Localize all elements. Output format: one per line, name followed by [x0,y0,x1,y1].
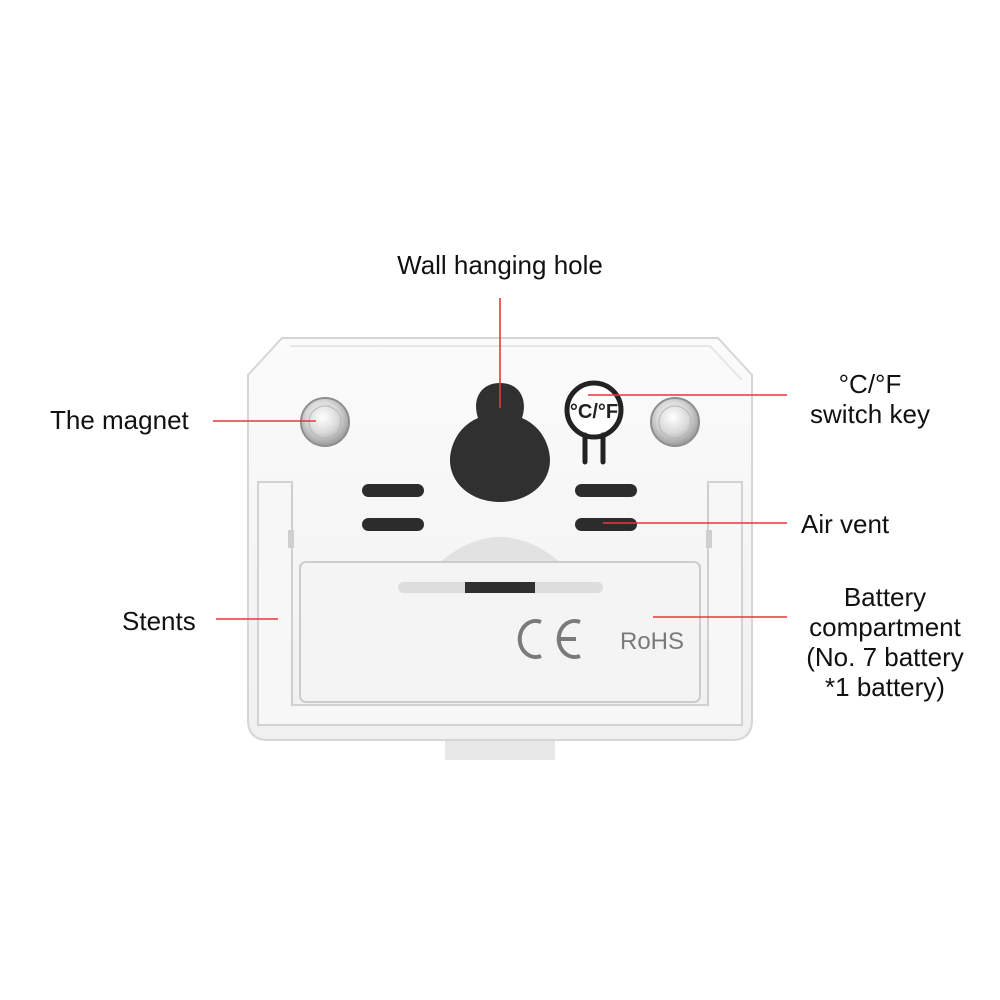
rohs-mark: RoHS [620,628,684,655]
stand-right-slot [706,530,712,548]
magnet-left [300,397,350,447]
switch-key-mark: °C/°F [570,401,618,423]
label-battery-line-1: Battery [843,582,927,612]
label-battery-line-2: compartment [809,612,961,642]
label-air-vent: Air vent [801,509,890,539]
label-wall-hanging-hole: Wall hanging hole [397,250,603,280]
battery-door-bump [440,537,560,562]
ce-mark [517,619,581,659]
stand-left-slot [288,530,294,548]
air-vent-left-bottom [362,518,424,531]
label-switch-key-line-2: switch key [810,399,930,429]
label-switch-key-line-1: °C/°F [838,369,902,399]
label-battery-line-3: (No. 7 battery [806,642,964,672]
air-vent-left-top [362,484,424,497]
battery-door-slot-center [465,582,535,593]
wall-hanging-hole [450,383,550,502]
air-vent-right-bottom [575,518,637,531]
label-battery-line-4: *1 battery) [825,672,945,702]
battery-compartment [299,561,701,703]
housing-inner-edge [290,345,743,381]
magnet-right [650,397,700,447]
label-battery: Battery compartment (No. 7 battery *1 ba… [790,582,980,702]
label-magnet: The magnet [50,405,189,435]
label-stents: Stents [122,606,196,636]
label-switch-key: °C/°F switch key [790,369,950,429]
switch-key-icon [564,380,624,465]
air-vent-right-top [575,484,637,497]
